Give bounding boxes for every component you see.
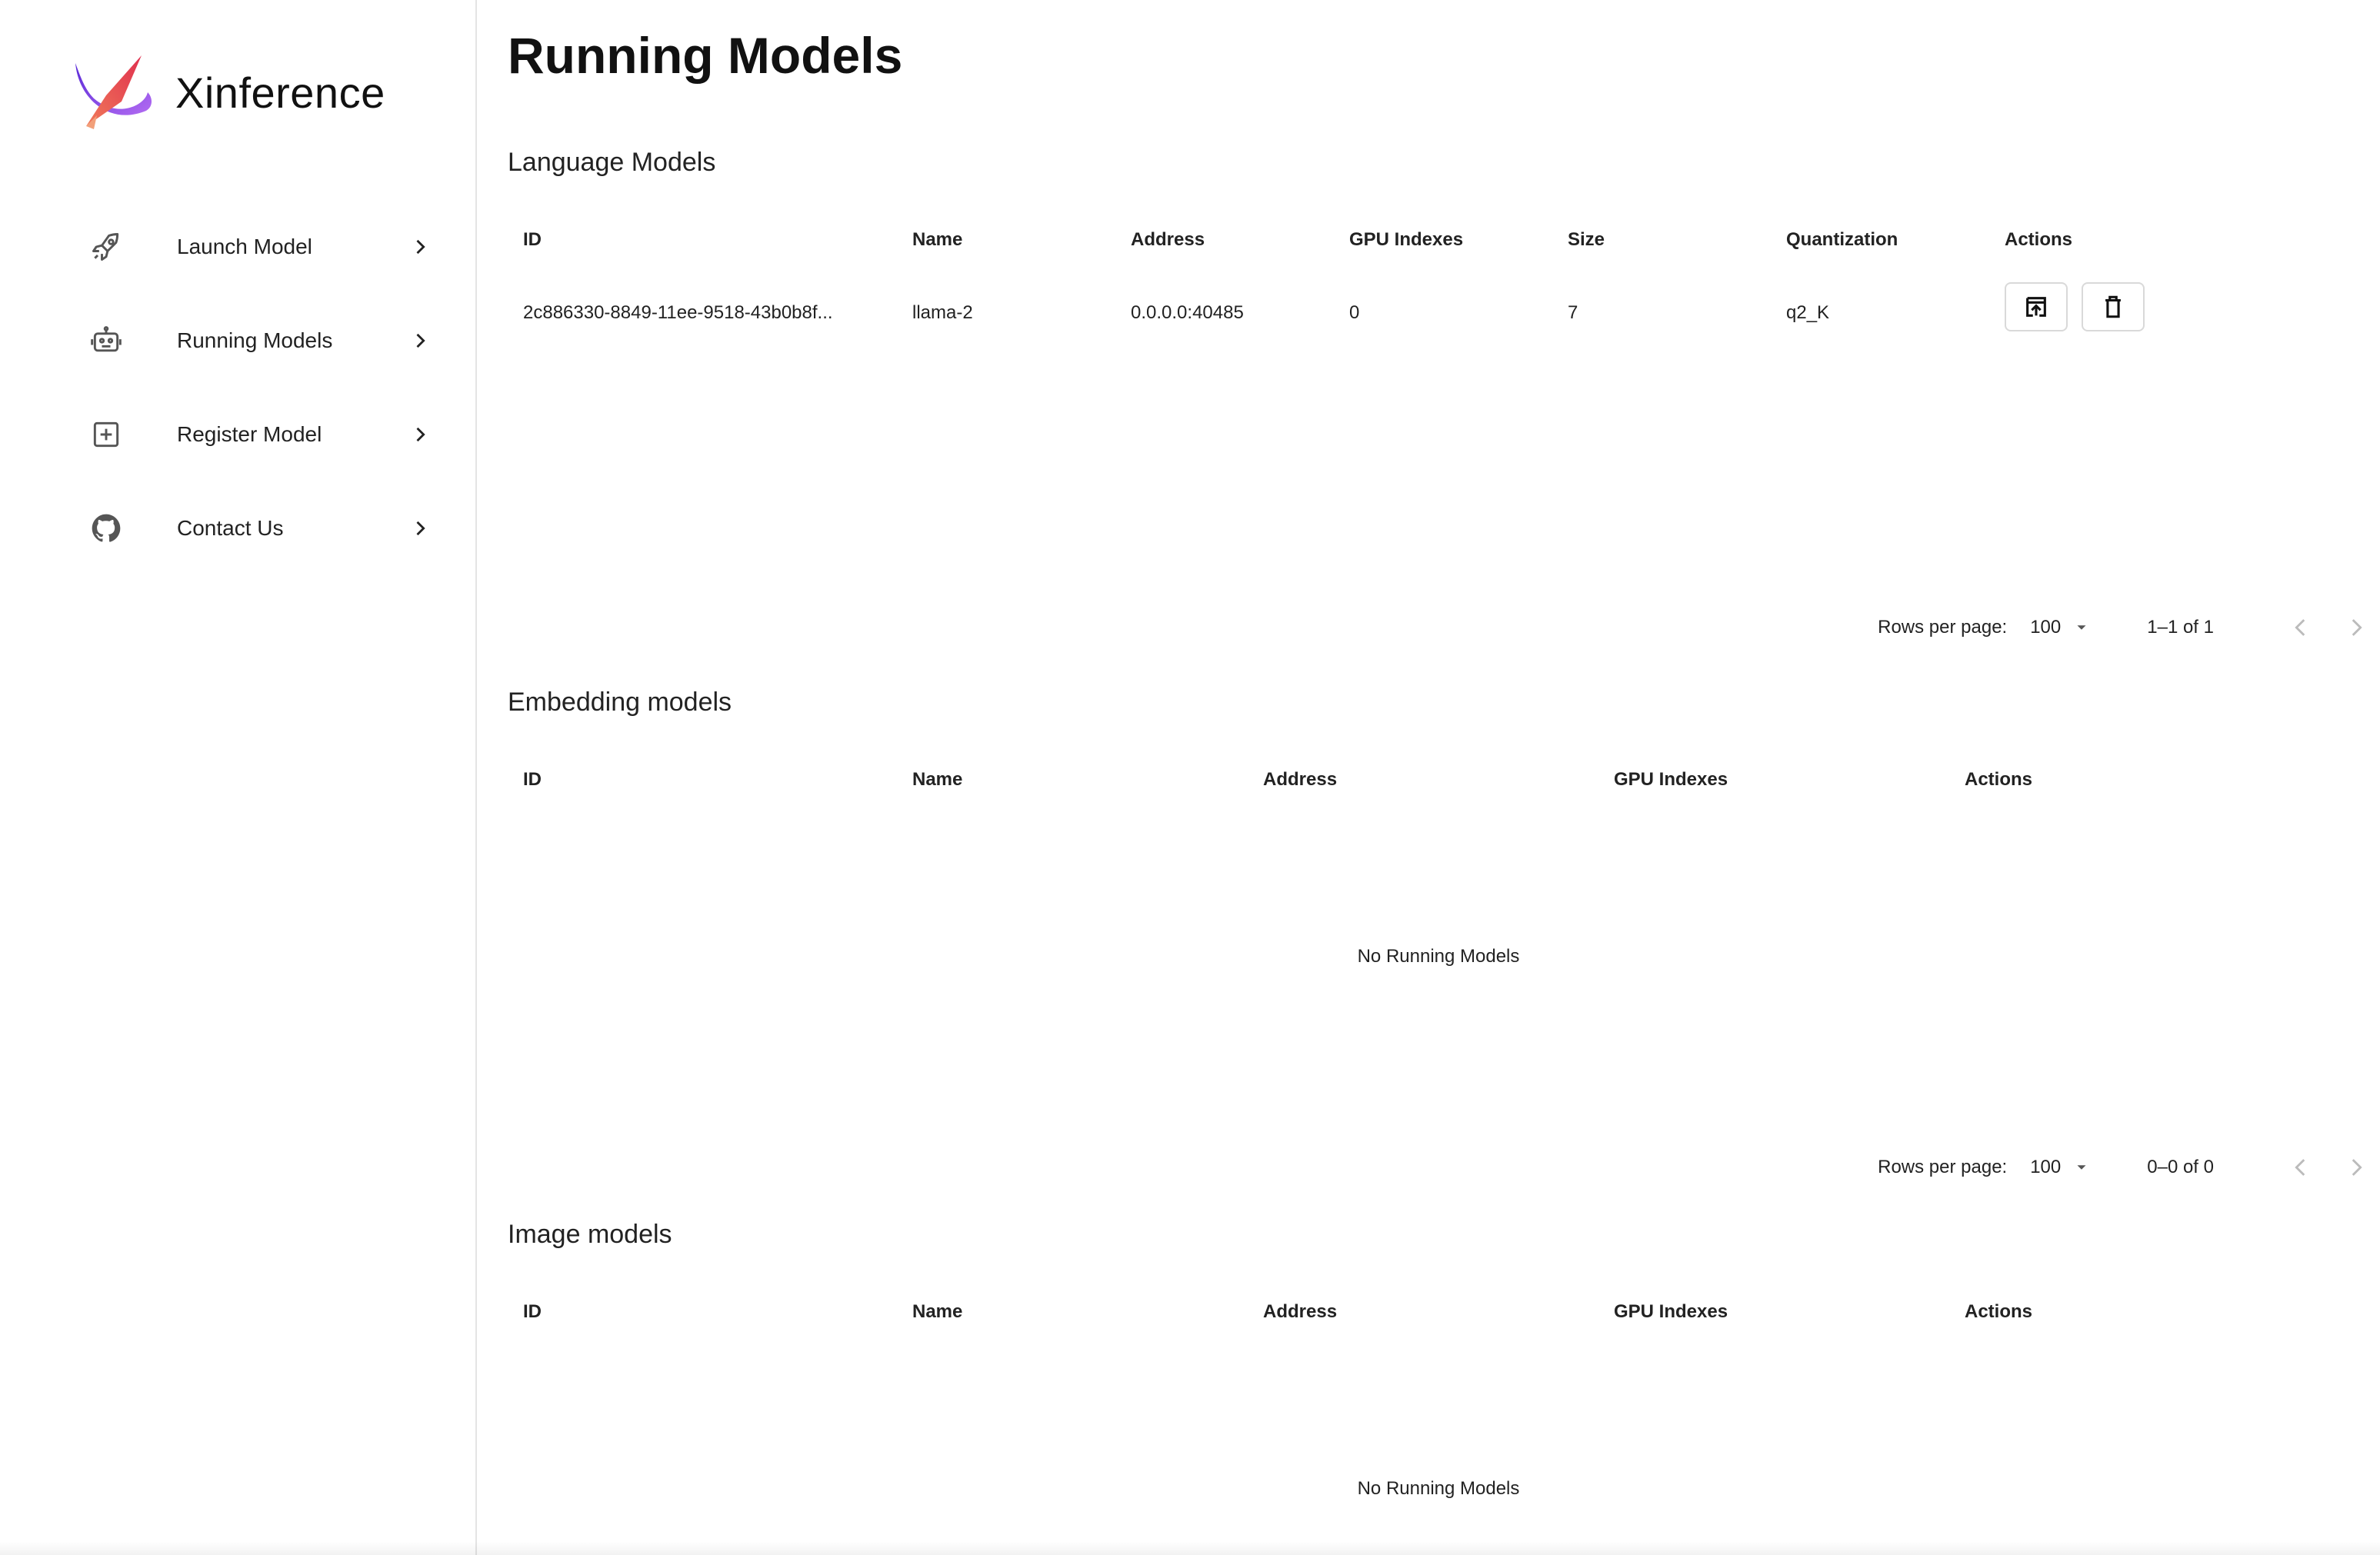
robot-icon (89, 324, 123, 358)
column-header-size[interactable]: Size (1568, 229, 1605, 250)
chevron-right-icon (416, 333, 425, 348)
column-header-id[interactable]: ID (523, 229, 542, 250)
prev-page-icon[interactable] (2288, 1154, 2314, 1180)
sidebar-nav: Launch Model Running Models Register Mod… (77, 200, 431, 575)
cell-gpu-indexes: 0 (1349, 302, 1360, 323)
section-title: Embedding models (508, 688, 732, 717)
chevron-right-icon (416, 521, 425, 536)
rows-per-page-label: Rows per page: (1878, 617, 2008, 638)
bottom-edge-shadow (0, 1541, 2380, 1555)
sidebar-item-label: Contact Us (177, 516, 284, 540)
pagination: Rows per page: 100 0–0 of 0 (1878, 1144, 2369, 1190)
sidebar-item-register-model[interactable]: Register Model (77, 388, 431, 481)
column-header-actions: Actions (1965, 769, 2033, 790)
sidebar-item-label: Launch Model (177, 235, 312, 258)
chevron-right-icon (416, 427, 425, 442)
column-header-id[interactable]: ID (523, 769, 542, 790)
empty-state: No Running Models (1357, 946, 1520, 967)
next-page-icon[interactable] (2343, 614, 2369, 641)
rows-per-page-value: 100 (2030, 1157, 2062, 1177)
pagination-count: 1–1 of 1 (2147, 617, 2214, 638)
chevron-right-icon (416, 239, 425, 255)
pagination: Rows per page: 100 1–1 of 1 (1878, 604, 2369, 651)
sidebar: Xinference Launch Model Running Models R… (0, 0, 477, 1555)
next-page-icon[interactable] (2343, 1154, 2369, 1180)
github-icon (89, 511, 123, 545)
rows-per-page-select[interactable]: 100 (2030, 1157, 2090, 1178)
cell-id: 2c886330-8849-11ee-9518-43b0b8f... (523, 302, 833, 323)
brand-name: Xinference (175, 68, 385, 117)
trash-icon (2105, 295, 2121, 318)
column-header-address[interactable]: Address (1131, 229, 1205, 250)
table-header: ID Name Address GPU Indexes Actions (508, 1281, 2369, 1343)
empty-state: No Running Models (1357, 1478, 1520, 1499)
sidebar-item-running-models[interactable]: Running Models (77, 294, 431, 388)
table-header: ID Name Address GPU Indexes Actions (508, 749, 2369, 811)
sidebar-item-contact-us[interactable]: Contact Us (77, 481, 431, 575)
column-header-actions: Actions (1965, 1301, 2033, 1322)
xinference-logo-icon (75, 55, 152, 129)
image-models-section: Image models ID Name Address GPU Indexes… (508, 1220, 2369, 1543)
rocket-icon (89, 230, 123, 264)
cell-size: 7 (1568, 302, 1578, 323)
language-models-section: Language Models ID Name Address GPU Inde… (508, 148, 2369, 648)
table-header: ID Name Address GPU Indexes Size Quantiz… (508, 209, 2369, 271)
column-header-address[interactable]: Address (1263, 769, 1338, 790)
cell-quantization: q2_K (1786, 302, 1830, 323)
column-header-name[interactable]: Name (912, 1301, 963, 1322)
sidebar-item-launch-model[interactable]: Launch Model (77, 200, 431, 294)
pagination-count: 0–0 of 0 (2147, 1157, 2214, 1177)
page-title: Running Models (508, 27, 903, 84)
column-header-gpu-indexes[interactable]: GPU Indexes (1349, 229, 1464, 250)
open-model-button[interactable] (2005, 282, 2068, 331)
column-header-id[interactable]: ID (523, 1301, 542, 1322)
rows-per-page-select[interactable]: 100 (2030, 617, 2090, 638)
open-in-new-icon (2026, 297, 2046, 317)
cell-address: 0.0.0.0:40485 (1131, 302, 1244, 323)
caret-down-icon (2077, 1165, 2086, 1170)
delete-model-button[interactable] (2082, 282, 2145, 331)
caret-down-icon (2077, 625, 2086, 630)
rows-per-page-value: 100 (2030, 617, 2062, 638)
cell-name: llama-2 (912, 302, 973, 323)
table-row[interactable]: 2c886330-8849-11ee-9518-43b0b8f... llama… (508, 278, 2369, 348)
column-header-quantization[interactable]: Quantization (1786, 229, 1898, 250)
section-title: Image models (508, 1220, 672, 1249)
sidebar-item-label: Running Models (177, 328, 333, 352)
column-header-actions: Actions (2005, 229, 2073, 250)
rows-per-page-label: Rows per page: (1878, 1157, 2008, 1177)
column-header-name[interactable]: Name (912, 229, 963, 250)
sidebar-item-label: Register Model (177, 422, 322, 446)
column-header-name[interactable]: Name (912, 769, 963, 790)
section-title: Language Models (508, 148, 716, 177)
column-header-gpu-indexes[interactable]: GPU Indexes (1614, 769, 1728, 790)
column-header-gpu-indexes[interactable]: GPU Indexes (1614, 1301, 1728, 1322)
embedding-models-section: Embedding models ID Name Address GPU Ind… (508, 688, 2369, 1187)
plus-square-icon (89, 418, 123, 451)
column-header-address[interactable]: Address (1263, 1301, 1338, 1322)
prev-page-icon[interactable] (2288, 614, 2314, 641)
brand[interactable]: Xinference (71, 52, 385, 132)
